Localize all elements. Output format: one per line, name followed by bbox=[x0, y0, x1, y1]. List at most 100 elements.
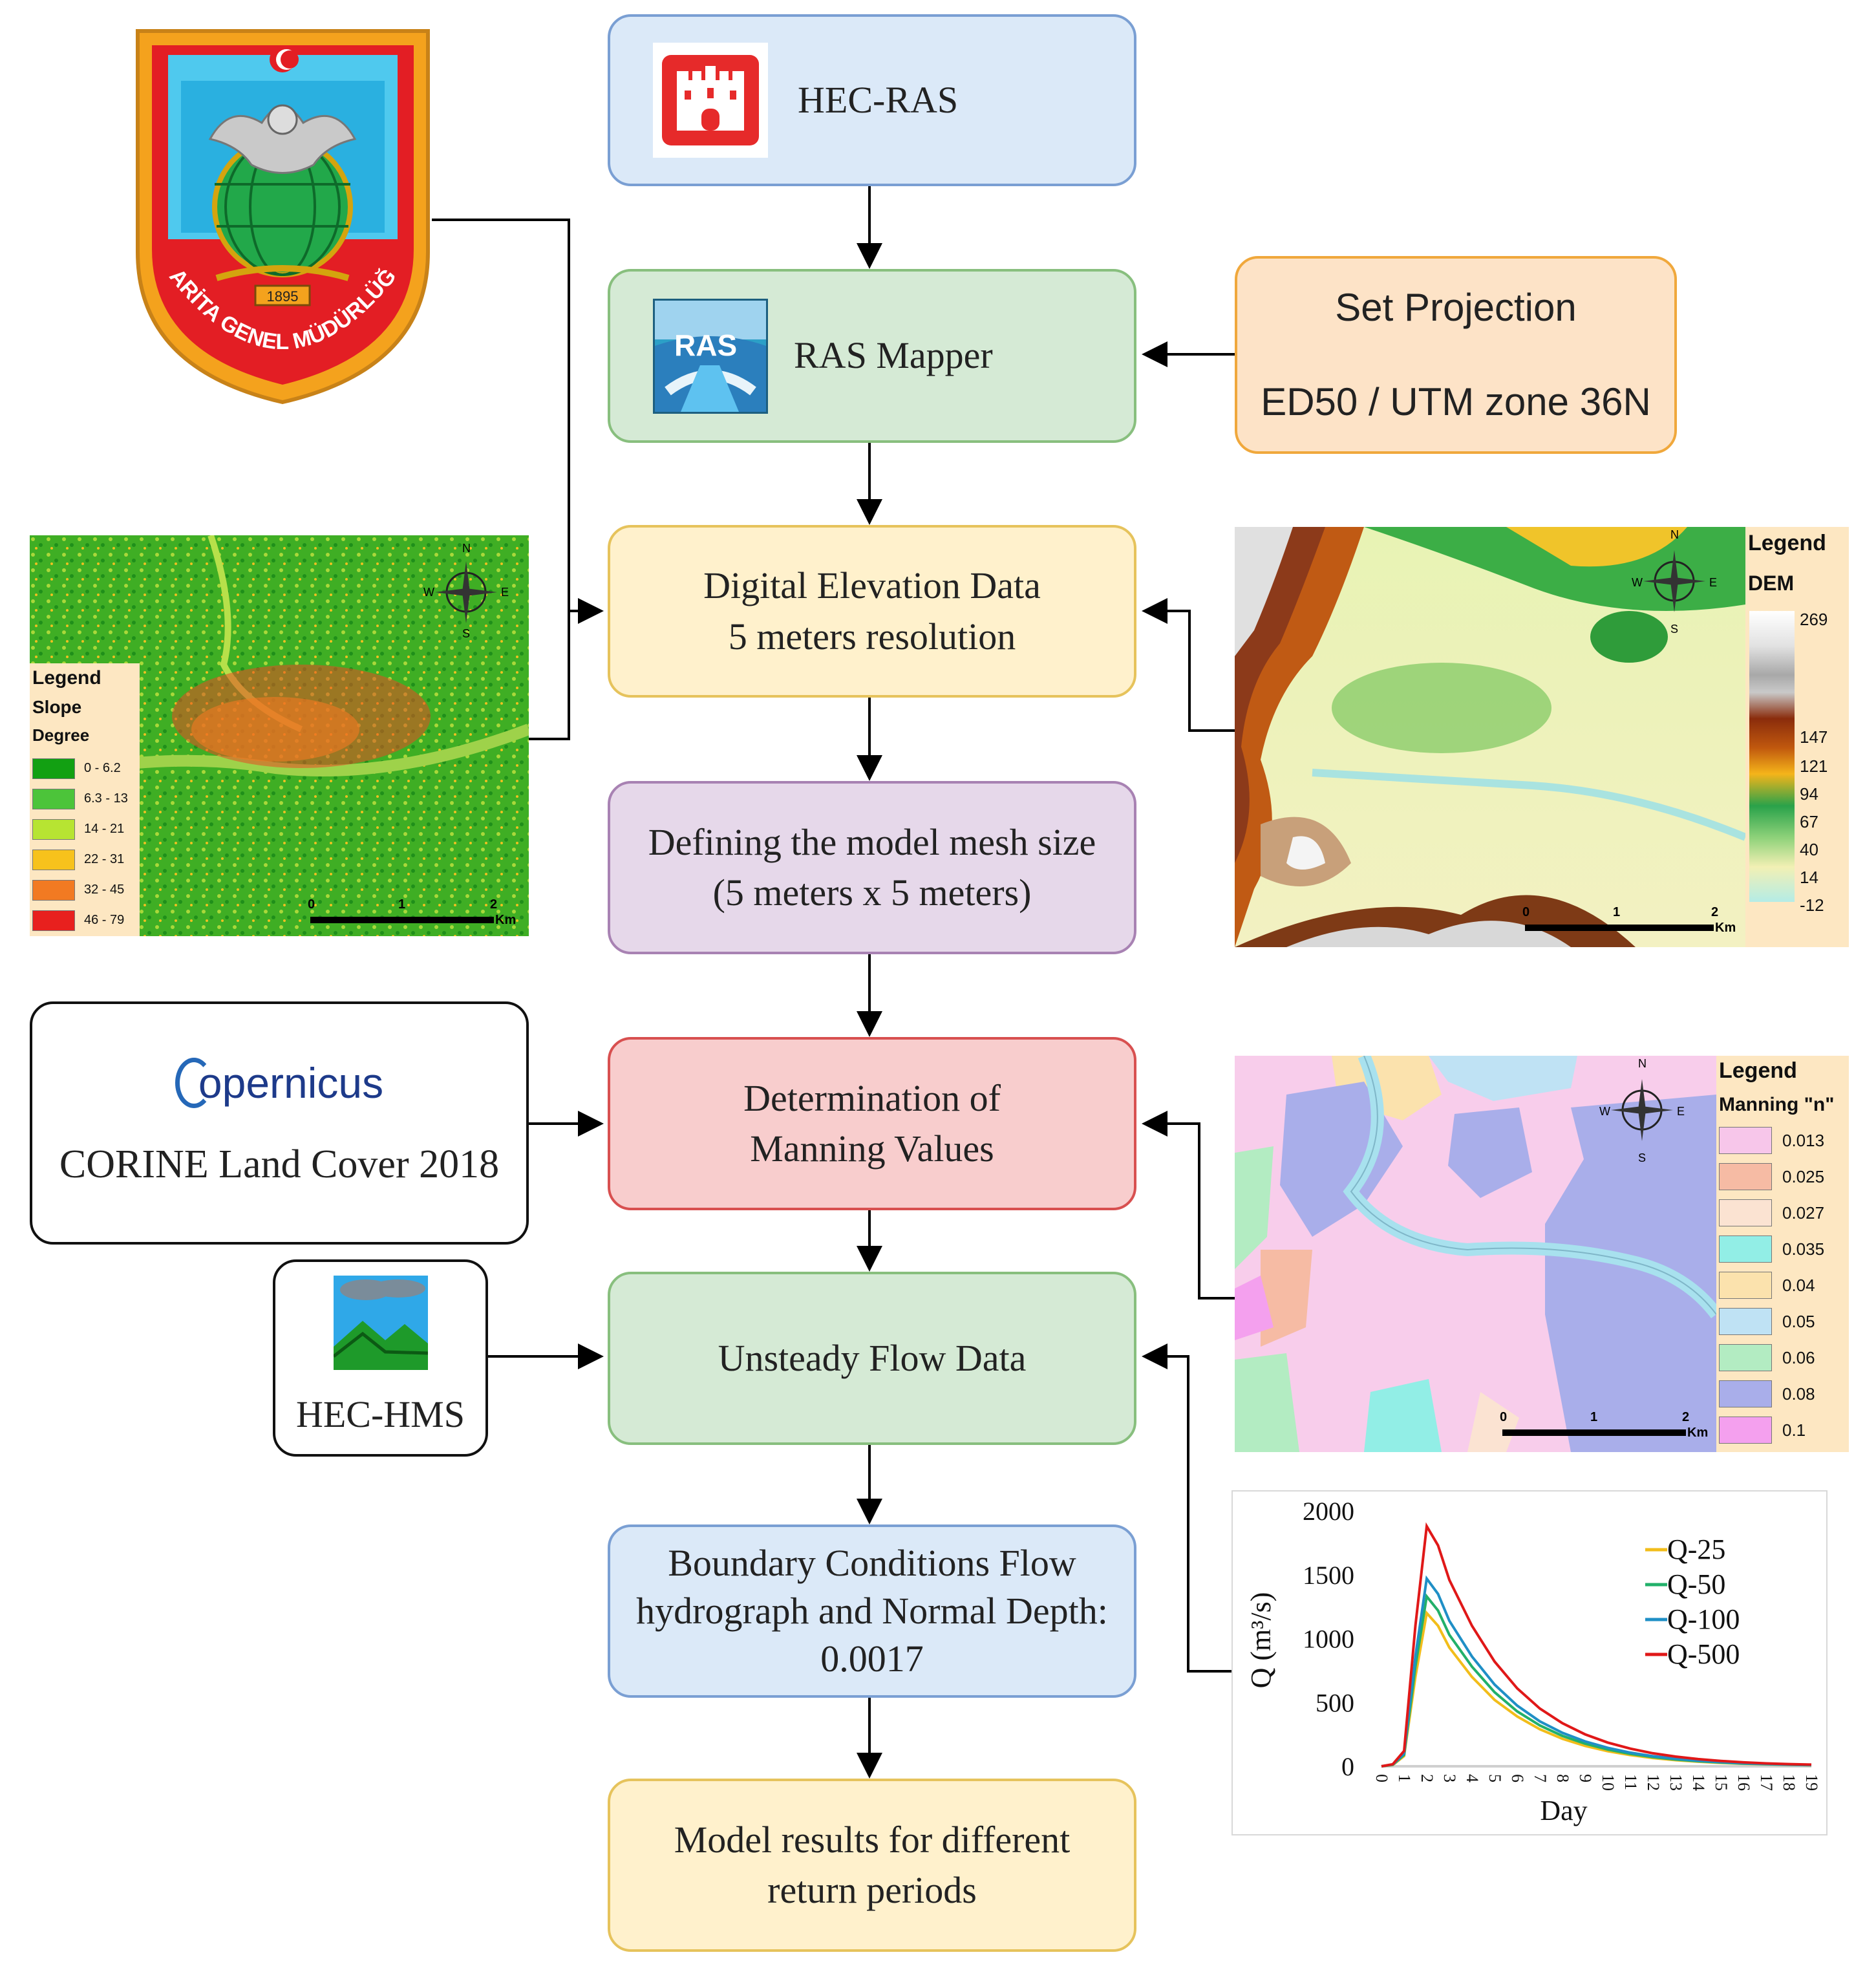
slope-legend-item: 0 - 6.2 bbox=[30, 753, 140, 784]
manning-compass-e: E bbox=[1677, 1105, 1685, 1118]
slope-scalebar: 0 1 2 Km bbox=[308, 897, 516, 930]
manning-box: Determination of Manning Values bbox=[608, 1037, 1136, 1210]
hec-ras-box: HEC-RAS bbox=[608, 14, 1136, 186]
slope-scale-bar bbox=[310, 917, 494, 923]
manning-map-image: N S W E 0 1 2 Km bbox=[1235, 1056, 1716, 1452]
chart-ytick-label: 0 bbox=[1341, 1752, 1354, 1781]
slope-legend-label: 14 - 21 bbox=[84, 822, 125, 836]
slope-legend-item: 32 - 45 bbox=[30, 875, 140, 905]
chart-xtick-label: 11 bbox=[1621, 1774, 1640, 1790]
manning-legend-swatch bbox=[1719, 1272, 1772, 1299]
results-box: Model results for different return perio… bbox=[608, 1779, 1136, 1952]
manning-scale-bar bbox=[1502, 1429, 1686, 1436]
hec-hms-icon bbox=[332, 1276, 428, 1371]
chart-xtick-label: 6 bbox=[1508, 1774, 1527, 1782]
slope-legend-item: 6.3 - 13 bbox=[30, 784, 140, 814]
slope-scale-1: 1 bbox=[398, 897, 406, 912]
chart-xtick-label: 3 bbox=[1440, 1774, 1459, 1782]
manning-legend-label: 0.1 bbox=[1782, 1420, 1806, 1440]
chart-series-line bbox=[1381, 1522, 1812, 1768]
dem-legend-tick: 269 bbox=[1800, 610, 1828, 629]
hec-hms-label: HEC-HMS bbox=[295, 1393, 465, 1436]
slope-scale-0: 0 bbox=[308, 897, 315, 912]
manning-legend-label: 0.035 bbox=[1782, 1239, 1825, 1259]
manning-legend-sub: Manning "n" bbox=[1719, 1094, 1835, 1115]
manning-legend-swatch bbox=[1719, 1417, 1772, 1444]
chart-xtick-label: 5 bbox=[1486, 1774, 1504, 1782]
manning-legend-item: 0.013 bbox=[1716, 1122, 1849, 1159]
emblem-year: 1895 bbox=[267, 288, 299, 305]
chart-xtick-label: 4 bbox=[1463, 1774, 1482, 1782]
arrow-manningmap-to-manning bbox=[1142, 1111, 1235, 1300]
slope-legend-item: 46 - 79 bbox=[30, 905, 140, 936]
dem-legend-tick: 40 bbox=[1800, 840, 1818, 859]
dem-compass-e: E bbox=[1709, 576, 1718, 589]
manning-legend: Legend Manning "n" 0.013 0.025 0.027 0.035 0… bbox=[1716, 1056, 1849, 1452]
manning-legend-title: Legend bbox=[1719, 1058, 1797, 1083]
chart-legend-label: Q-100 bbox=[1667, 1603, 1740, 1635]
chart-xtick-label: 12 bbox=[1644, 1774, 1663, 1791]
chart-series-line bbox=[1381, 1593, 1812, 1768]
dem-legend-tick: 147 bbox=[1800, 727, 1828, 747]
manning-legend-item: 0.04 bbox=[1716, 1267, 1849, 1303]
hgm-emblem: 1895 HARİTA GENEL MÜDÜRLÜĞÜ bbox=[125, 6, 433, 407]
chart-xtick-label: 9 bbox=[1576, 1774, 1595, 1782]
ras-mapper-box: RAS RAS Mapper bbox=[608, 269, 1136, 443]
projection-title: Set Projection bbox=[1335, 286, 1577, 329]
corine-box: opernicus CORINE Land Cover 2018 bbox=[30, 1001, 529, 1245]
hec-ras-label: HEC-RAS bbox=[798, 78, 959, 121]
manning-legend-swatch bbox=[1719, 1308, 1772, 1335]
manning-scale-2: 2 bbox=[1682, 1410, 1690, 1424]
slope-legend-swatch bbox=[32, 758, 75, 779]
manning-legend-item: 0.025 bbox=[1716, 1159, 1849, 1195]
slope-legend-label: 32 - 45 bbox=[84, 882, 125, 897]
slope-legend-sub2: Degree bbox=[32, 725, 90, 745]
slope-legend-sub1: Slope bbox=[32, 697, 82, 717]
projection-value: ED50 / UTM zone 36N bbox=[1261, 380, 1651, 423]
chart-ytick-label: 1000 bbox=[1303, 1625, 1354, 1654]
manning-legend-label: 0.013 bbox=[1782, 1130, 1825, 1150]
manning-legend-swatch bbox=[1719, 1344, 1772, 1371]
chart-ytick-label: 500 bbox=[1316, 1688, 1354, 1717]
dem-scale-1: 1 bbox=[1613, 905, 1621, 919]
manning-compass: N S W E bbox=[1599, 1057, 1685, 1167]
manning-legend-item: 0.06 bbox=[1716, 1340, 1849, 1376]
chart-xtick-label: 15 bbox=[1712, 1774, 1731, 1791]
manning-legend-label: 0.06 bbox=[1782, 1347, 1815, 1367]
arrow-logo-to-dem bbox=[432, 219, 604, 624]
dem-scale-0: 0 bbox=[1522, 905, 1530, 919]
dem-scale-bar bbox=[1525, 925, 1714, 931]
manning-legend-label: 0.025 bbox=[1782, 1166, 1825, 1186]
slope-compass-n: N bbox=[462, 542, 471, 555]
manning-scale-unit: Km bbox=[1687, 1426, 1709, 1440]
manning-legend-item: 0.1 bbox=[1716, 1412, 1849, 1448]
manning-legend-label: 0.04 bbox=[1782, 1275, 1815, 1295]
chart-xtick-label: 0 bbox=[1372, 1774, 1391, 1782]
manning-legend-label: 0.027 bbox=[1782, 1203, 1825, 1223]
corine-label: CORINE Land Cover 2018 bbox=[59, 1142, 500, 1186]
slope-legend-swatch bbox=[32, 788, 75, 809]
manning-legend-swatch bbox=[1719, 1127, 1772, 1154]
manning-legend-swatch bbox=[1719, 1163, 1772, 1190]
chart-legend-label: Q-50 bbox=[1667, 1568, 1725, 1600]
dem-legend-tick: 67 bbox=[1800, 812, 1818, 831]
manning-label: Determination of Manning Values bbox=[743, 1076, 1001, 1170]
dem-colorbar bbox=[1749, 611, 1795, 902]
chart-xtick-label: 13 bbox=[1667, 1774, 1685, 1791]
dem-compass-w: W bbox=[1632, 576, 1643, 589]
slope-legend-label: 6.3 - 13 bbox=[84, 791, 128, 806]
manning-legend-swatch bbox=[1719, 1235, 1772, 1263]
slope-compass-w: W bbox=[423, 586, 434, 599]
slope-legend-swatch bbox=[32, 849, 75, 870]
hec-hms-box: HEC-HMS bbox=[273, 1259, 488, 1457]
dem-box: Digital Elevation Data 5 meters resoluti… bbox=[608, 525, 1136, 698]
dem-legend-tick: -12 bbox=[1800, 895, 1824, 915]
chart-ytick-label: 1500 bbox=[1303, 1561, 1354, 1590]
chart-xtick-label: 2 bbox=[1418, 1774, 1436, 1782]
slope-legend-swatch bbox=[32, 818, 75, 840]
